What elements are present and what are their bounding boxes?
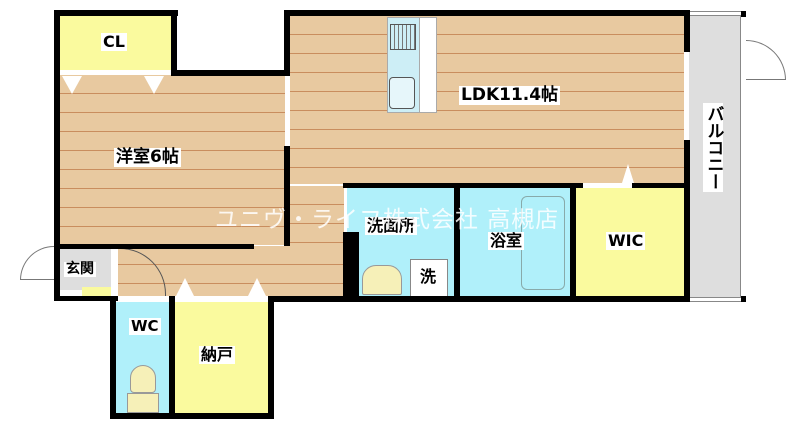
wall xyxy=(171,70,290,76)
watermark: ユニヴ・ライフ株式会社 高槻店 xyxy=(215,207,560,233)
balcony-door-swing xyxy=(746,40,786,80)
door-marker xyxy=(622,164,634,183)
label-bathroom: 浴室 xyxy=(488,231,525,250)
storage-door-strip xyxy=(175,296,268,302)
wall xyxy=(54,10,178,16)
balcony-bottom-rail xyxy=(689,297,745,302)
stove-icon xyxy=(390,24,416,50)
door-marker xyxy=(176,278,194,296)
label-entrance: 玄関 xyxy=(64,261,96,278)
wall xyxy=(454,188,460,298)
label-ldk: LDK11.4帖 xyxy=(459,85,561,105)
label-balcony: バルコニー xyxy=(703,103,724,192)
toilet-tank-icon xyxy=(127,393,159,413)
kitchen-counter-top xyxy=(419,17,437,113)
sink-icon xyxy=(389,77,415,109)
label-storage: 納戸 xyxy=(199,345,236,364)
label-wc: WC xyxy=(129,317,161,335)
wall xyxy=(54,296,118,301)
wall xyxy=(684,10,690,52)
wall xyxy=(684,140,690,302)
balcony-post-bottom xyxy=(741,296,746,302)
label-washroom: 洗面所 xyxy=(365,216,418,235)
wall xyxy=(570,183,576,301)
entrance-step xyxy=(82,287,111,296)
washroom-wall-block xyxy=(343,232,359,298)
label-washer: 洗 xyxy=(420,267,437,286)
wall xyxy=(284,10,290,76)
washbasin-icon xyxy=(362,265,402,295)
wall xyxy=(171,10,177,76)
wall xyxy=(54,244,254,249)
wall xyxy=(110,413,274,419)
wall xyxy=(54,10,60,300)
wc-door-strip xyxy=(116,296,169,302)
wall xyxy=(284,146,290,246)
balcony-top-rail xyxy=(689,11,745,16)
hallway-upper xyxy=(290,186,344,246)
toilet-icon xyxy=(130,365,156,393)
door-marker xyxy=(144,76,164,94)
room-closet-doorstrip xyxy=(59,70,171,75)
wall xyxy=(110,296,116,419)
label-closet: CL xyxy=(101,32,127,51)
entrance-door-swing xyxy=(20,246,54,280)
label-western-room: 洋室6帖 xyxy=(114,147,181,167)
washer-box xyxy=(410,259,448,297)
door-marker xyxy=(248,278,266,296)
door-marker xyxy=(62,76,82,94)
room-western xyxy=(59,75,285,245)
label-wic: WIC xyxy=(606,231,646,250)
wall xyxy=(343,183,583,188)
wall xyxy=(268,296,688,302)
wall xyxy=(268,296,274,419)
wall xyxy=(632,183,688,188)
wic-door-strip xyxy=(582,183,632,188)
balcony-post-top xyxy=(741,11,746,17)
wall xyxy=(284,10,690,16)
wall xyxy=(169,296,175,419)
